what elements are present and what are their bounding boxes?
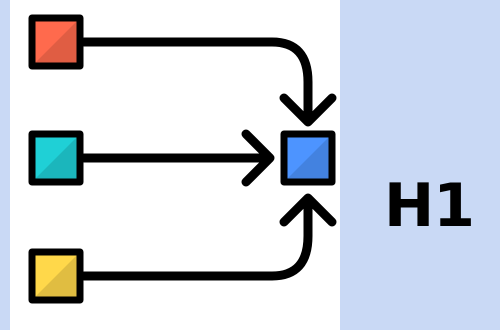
source-bottom-square bbox=[28, 248, 84, 304]
middle-arrowhead-icon bbox=[241, 129, 275, 187]
top-connector-line bbox=[79, 37, 313, 120]
source-top-shade bbox=[35, 21, 77, 63]
target-shade bbox=[287, 137, 329, 179]
source-bottom-fill bbox=[28, 248, 84, 304]
source-bottom-shade bbox=[35, 255, 77, 297]
bottom-connector-line bbox=[79, 197, 313, 281]
target-square bbox=[280, 130, 336, 186]
target-fill bbox=[280, 130, 336, 186]
source-middle-square bbox=[28, 130, 84, 186]
top-arrowhead-icon bbox=[279, 93, 337, 127]
merge-flow-icon-svg bbox=[28, 14, 337, 304]
source-middle-fill bbox=[28, 130, 84, 186]
source-middle-shade bbox=[35, 137, 77, 179]
page-heading: H1 bbox=[384, 171, 475, 241]
source-top-fill bbox=[28, 14, 84, 70]
source-top-square bbox=[28, 14, 84, 70]
merge-flow-icon bbox=[10, 0, 340, 330]
bottom-arrowhead-icon bbox=[279, 193, 337, 227]
